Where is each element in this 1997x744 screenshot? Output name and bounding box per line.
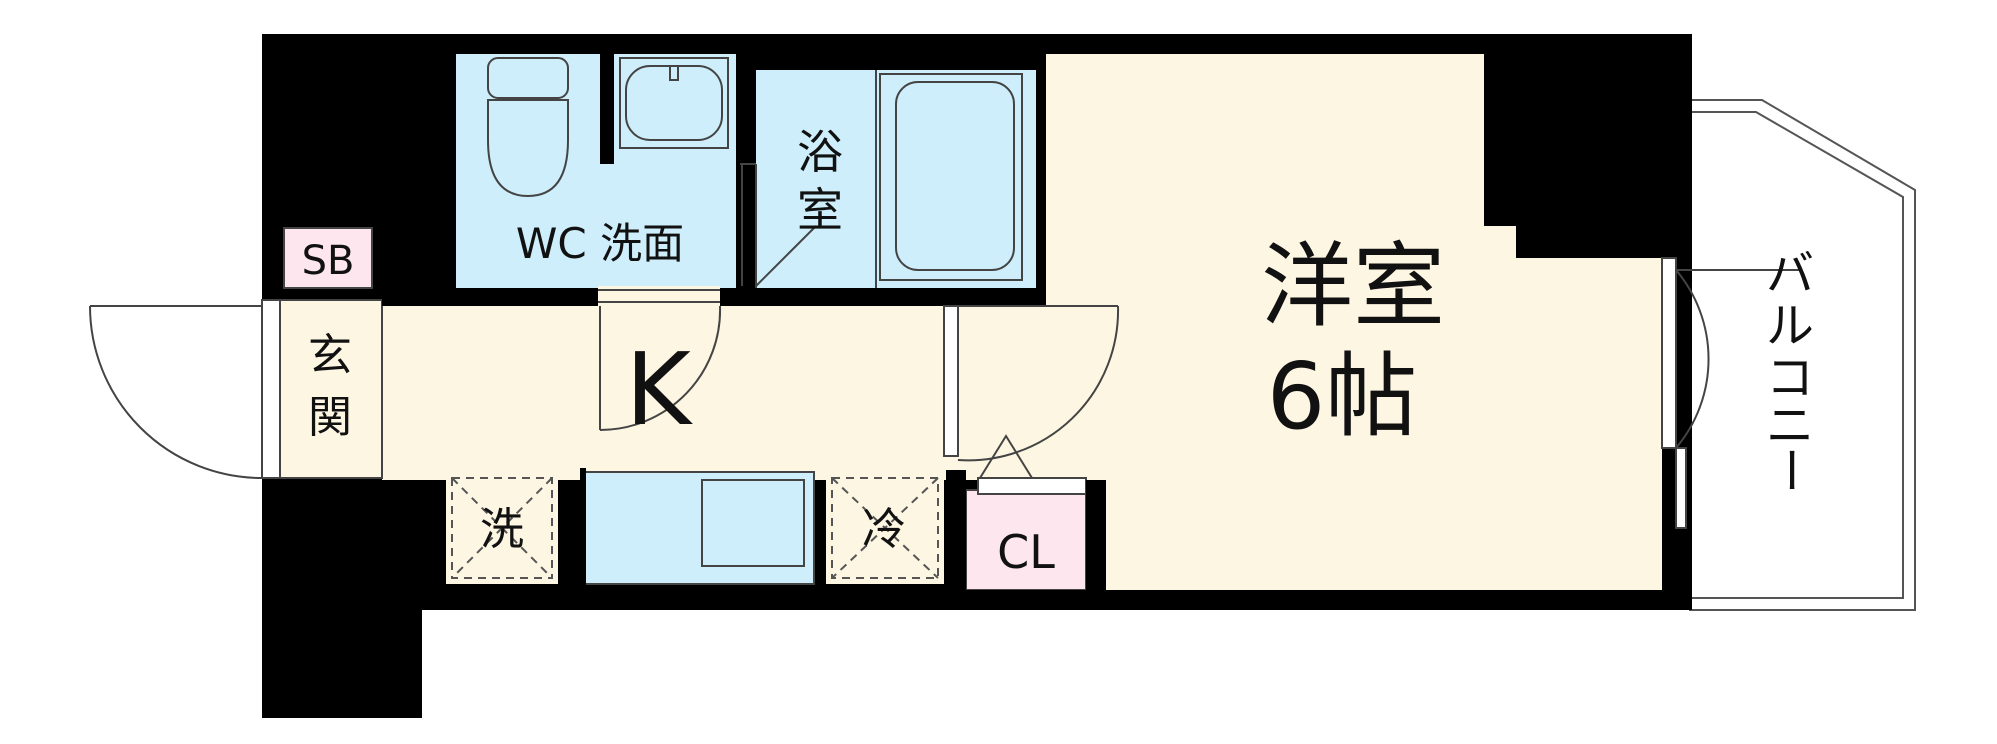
balcony-label-1: バ [1766, 246, 1814, 302]
balcony-label-3: コ [1766, 350, 1814, 406]
balcony-label-5: ー [1762, 446, 1818, 494]
western-room-label: 洋室 [1261, 233, 1445, 340]
entrance-label-2: 関 [308, 392, 352, 443]
appliance-spaces [451, 477, 939, 579]
kitchen-label: K [625, 331, 693, 448]
wc-washroom-label: WC 洗面 [516, 219, 684, 268]
kitchen-floor [382, 306, 966, 480]
closet-label: CL [997, 525, 1055, 579]
shoe-box-label: SB [302, 238, 355, 284]
bath-label-2: 室 [797, 183, 843, 237]
washer-space-label: 洗 [480, 504, 524, 555]
shoe-box-area [283, 227, 373, 289]
western-room-size-label: 6帖 [1267, 343, 1418, 450]
balcony-label-2: ル [1766, 298, 1814, 354]
hall-floor [946, 306, 1106, 480]
western-room-floor [966, 54, 1662, 590]
balcony-label-4: ニ [1766, 398, 1814, 454]
fixtures [487, 57, 1023, 567]
entrance-label-1: 玄 [308, 330, 352, 381]
fridge-space-label: 冷 [862, 504, 906, 555]
entrance-floor [279, 299, 383, 479]
bath-label-1: 浴 [797, 125, 843, 179]
